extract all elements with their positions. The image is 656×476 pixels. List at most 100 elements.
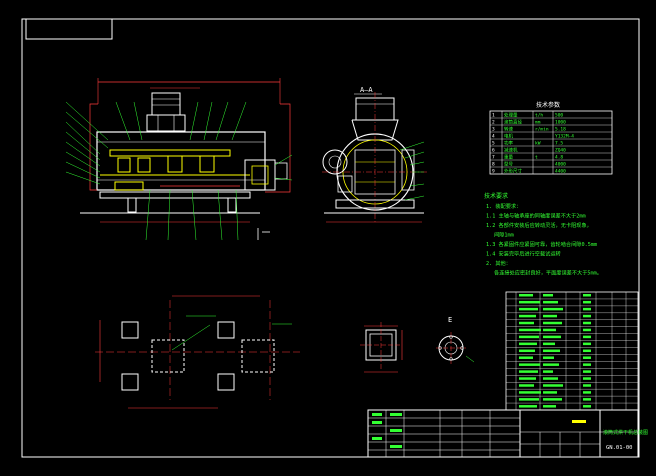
bom-name-mark — [519, 314, 536, 318]
bom-qty-mark — [583, 377, 591, 380]
tech-table-cell: 4 — [492, 134, 495, 140]
tech-table-cell: 1000 — [555, 120, 566, 126]
bom-qty-mark — [583, 405, 591, 408]
bom-name-mark — [519, 294, 533, 297]
tech-table-cell: 转速 — [504, 126, 513, 133]
tech-table-cell: 500 — [555, 113, 563, 119]
tech-table-cell: 4.8 — [555, 155, 563, 161]
bom-qty-mark — [583, 307, 591, 311]
tech-table-cell: 电机 — [504, 133, 513, 140]
bom-spec-mark — [543, 391, 557, 394]
bom-spec-mark — [543, 314, 557, 318]
bom-spec-mark — [543, 349, 560, 353]
tech-table-cell: 1 — [492, 113, 495, 119]
detail-square-view — [360, 322, 403, 373]
front-view — [65, 78, 293, 241]
bom-spec-mark — [543, 335, 561, 339]
bom-spec-mark — [543, 370, 553, 373]
outer-frame — [21, 18, 640, 458]
tech-table-cell: 处理量 — [504, 112, 518, 119]
bom-name-mark — [519, 335, 539, 339]
bom-qty-mark — [583, 391, 591, 394]
bom-name-mark — [519, 328, 541, 332]
tech-table-cell: 6 — [492, 148, 495, 154]
bom-name-mark — [519, 356, 533, 359]
tech-table-cell: 4000 — [555, 162, 566, 168]
bom-name-mark — [519, 377, 536, 380]
bom-name-mark — [519, 342, 537, 346]
tech-table-cell: kW — [535, 141, 541, 147]
bom-name-mark — [519, 363, 540, 366]
tech-table-cell: 减速机 — [504, 147, 518, 154]
bom-qty-mark — [583, 300, 591, 304]
bom-qty-mark — [583, 398, 591, 401]
bom-spec-mark — [543, 405, 556, 408]
tech-table-title: 技术参数 — [536, 101, 560, 109]
bom-qty-mark — [583, 328, 591, 332]
bom-qty-mark — [583, 342, 591, 346]
tech-table-cell: 5 — [492, 141, 495, 147]
bom-name-mark — [519, 307, 538, 311]
note-line: 1.2 各部件安装后应转动灵活，无卡阻现象， — [486, 221, 592, 229]
bom-spec-mark — [543, 328, 556, 332]
bom-spec-mark — [543, 356, 554, 359]
bom-qty-mark — [583, 335, 591, 339]
bom-spec-mark — [543, 300, 558, 304]
bom-spec-mark — [543, 342, 555, 346]
bom-name-mark — [519, 405, 537, 408]
note-line: 1.4 安装完毕后进行空载试运转 — [486, 250, 561, 258]
tech-table-cell: Y132M-4 — [555, 134, 574, 140]
drawing-title: 滚筒式烘干机总装图 — [603, 429, 648, 436]
bom-qty-mark — [583, 314, 591, 318]
tech-table-cell: t/h — [535, 113, 543, 119]
tech-table-cell: 3 — [492, 127, 495, 133]
bom-qty-mark — [583, 363, 591, 366]
bom-qty-mark — [583, 384, 591, 387]
tech-table-cell: 5.18 — [555, 127, 566, 133]
title-block: 滚筒式烘干机总装图 GN.01-00 — [367, 409, 648, 458]
bom-spec-mark — [543, 398, 562, 401]
tech-table-cell: 外形尺寸 — [504, 168, 522, 175]
tech-table-cell: 型号 — [504, 161, 513, 168]
detail-e-flange: E — [436, 316, 475, 364]
bom-qty-mark — [583, 356, 591, 359]
drawing-number: GN.01-00 — [606, 445, 633, 451]
note-line: 1. 装配要求： — [486, 202, 521, 210]
section-view: A—A — [322, 86, 428, 223]
section-view-label: A—A — [360, 86, 373, 94]
note-line: 2. 其他： — [486, 259, 511, 267]
bom-qty-mark — [583, 370, 591, 373]
top-left-label-box — [25, 18, 113, 40]
detail-label: E — [448, 316, 452, 324]
note-line: 1.1 主轴与轴承座的同轴度误差不大于2mm — [486, 212, 586, 220]
bom-qty-mark — [583, 349, 591, 353]
bom-name-mark — [519, 349, 535, 353]
tech-parameter-table: 技术参数 1 处理量 t/h 500 2 滚筒直径 mm 1000 3 转速 r/min 5.18 4 电… — [489, 101, 613, 175]
tech-table-cell: 2 — [492, 120, 495, 126]
parts-list-table — [505, 291, 639, 411]
tech-table-cell: 滚筒直径 — [504, 119, 522, 126]
note-line: 各连接处应密封良好，平面度误差不大于5mm。 — [494, 269, 602, 277]
tech-table-cell: ZQ40 — [555, 148, 566, 154]
tech-table-cell: 功率 — [504, 140, 513, 147]
notes-heading: 技术要求 — [484, 192, 508, 200]
tech-table-cell: mm — [535, 121, 541, 126]
bom-name-mark — [519, 321, 534, 325]
bom-spec-mark — [543, 321, 562, 325]
bom-name-mark — [519, 300, 540, 304]
bom-spec-mark — [543, 307, 563, 311]
note-line: 1.3 各紧固件应紧固可靠，齿轮啮合间隙0.5mm — [486, 240, 597, 248]
bom-spec-mark — [543, 377, 558, 380]
tech-table-cell: r/min — [535, 127, 549, 133]
bom-spec-mark — [543, 363, 559, 366]
tech-table-cell: 9 — [492, 169, 495, 175]
tech-table-cell: 重量 — [504, 154, 513, 161]
bom-qty-mark — [583, 294, 591, 297]
foundation-plan-view — [95, 295, 300, 409]
bom-name-mark — [519, 398, 539, 401]
tech-table-cell: 4400 — [555, 169, 566, 175]
bom-name-mark — [519, 384, 534, 387]
note-line: 间隙1mm — [494, 231, 514, 239]
